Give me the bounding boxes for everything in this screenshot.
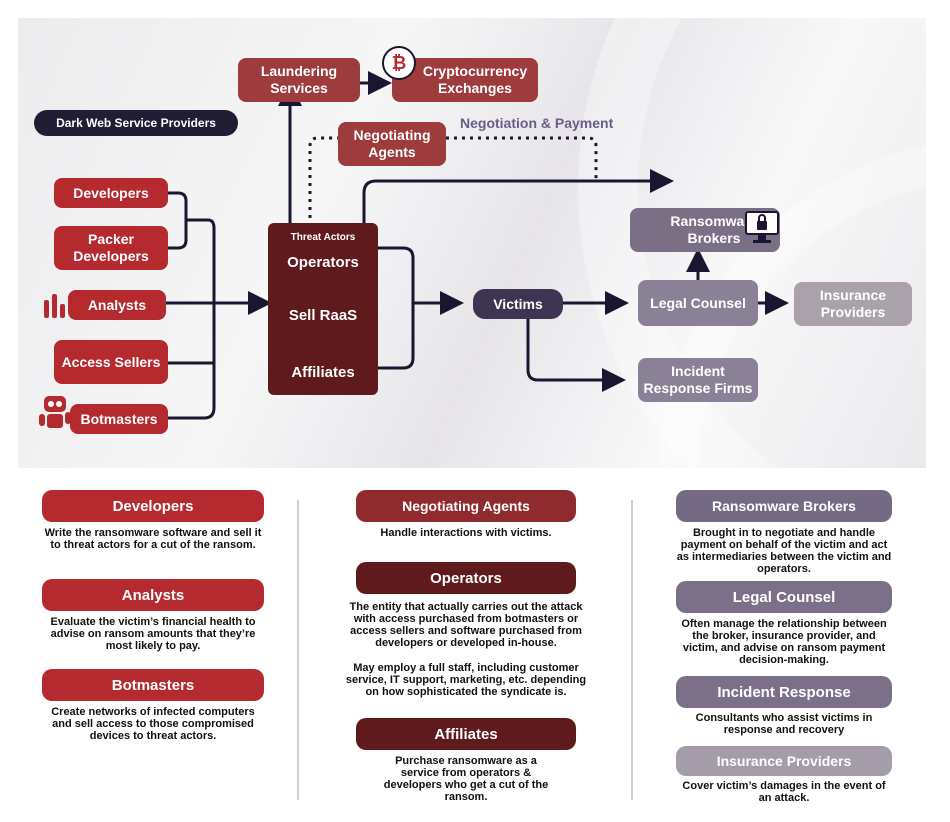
legend-negotiating-agents-text: Handle interactions with victims.	[380, 527, 552, 539]
legend-botmasters-title: Botmasters	[42, 669, 264, 701]
column-divider	[631, 500, 633, 800]
legend-insurance-providers-text: Cover victim’s damages in the event of a…	[682, 780, 886, 804]
bar-chart-icon	[42, 290, 70, 320]
legend-botmasters-text: Create networks of infected computers an…	[51, 706, 255, 742]
robot-icon	[36, 390, 76, 434]
legend-developers-title: Developers	[42, 490, 264, 522]
legend-incident-response-title: Incident Response	[676, 676, 892, 708]
affiliates-label: Affiliates	[291, 364, 355, 381]
legend-operators-text: The entity that actually carries out the…	[349, 601, 583, 649]
threat-actors-label: Threat Actors	[290, 232, 356, 243]
bitcoin-icon: ₿	[382, 46, 416, 80]
sell-raas-label: Sell RaaS	[288, 307, 358, 324]
access-sellers-node: Access Sellers	[54, 340, 168, 384]
legend-incident-response-text: Consultants who assist victims in respon…	[695, 712, 873, 736]
victims-node: Victims	[473, 289, 563, 319]
laundering-services-node: Laundering Services	[238, 58, 360, 102]
ransomware-ecosystem-diagram: Dark Web Service Providers Negotiation &…	[18, 18, 926, 468]
incident-response-firms-node: Incident Response Firms	[638, 358, 758, 402]
locked-computer-icon	[742, 208, 782, 248]
legend-analysts-title: Analysts	[42, 579, 264, 611]
legend-operators-text-2: May employ a full staff, including custo…	[345, 662, 587, 698]
legend-analysts-text: Evaluate the victim’s financial health t…	[50, 616, 256, 652]
developers-node: Developers	[54, 178, 168, 208]
legend-ransomware-brokers-text: Brought in to negotiate and handle payme…	[676, 527, 892, 575]
legend-insurance-providers-title: Insurance Providers	[676, 746, 892, 776]
negotiating-agents-node: Negotiating Agents	[338, 122, 446, 166]
legend-negotiating-agents-title: Negotiating Agents	[356, 490, 576, 522]
legend-affiliates-text: Purchase ransomware as a service from op…	[383, 755, 549, 803]
legend-legal-counsel-text: Often manage the relationship between th…	[681, 618, 887, 666]
legend-legal-counsel-title: Legal Counsel	[676, 581, 892, 613]
analysts-node: Analysts	[68, 290, 166, 320]
operators-label: Operators	[287, 254, 359, 271]
insurance-providers-node: Insurance Providers	[794, 282, 912, 326]
legend-affiliates-title: Affiliates	[356, 718, 576, 750]
negotiation-payment-label: Negotiation & Payment	[460, 115, 614, 131]
legend-ransomware-brokers-title: Ransomware Brokers	[676, 490, 892, 522]
threat-actors-box: Threat Actors Operators Sell RaaS Affili…	[268, 223, 378, 395]
column-divider	[297, 500, 299, 800]
connector-lines	[166, 71, 789, 420]
packer-developers-node: Packer Developers	[54, 226, 168, 270]
legal-counsel-node: Legal Counsel	[638, 280, 758, 326]
dark-web-service-providers-label: Dark Web Service Providers	[34, 110, 238, 136]
cryptocurrency-exchanges-node: Cryptocurrency Exchanges	[392, 58, 538, 102]
legend-developers-text: Write the ransomware software and sell i…	[44, 527, 262, 551]
botmasters-node: Botmasters	[70, 404, 168, 434]
legend-operators-title: Operators	[356, 562, 576, 594]
